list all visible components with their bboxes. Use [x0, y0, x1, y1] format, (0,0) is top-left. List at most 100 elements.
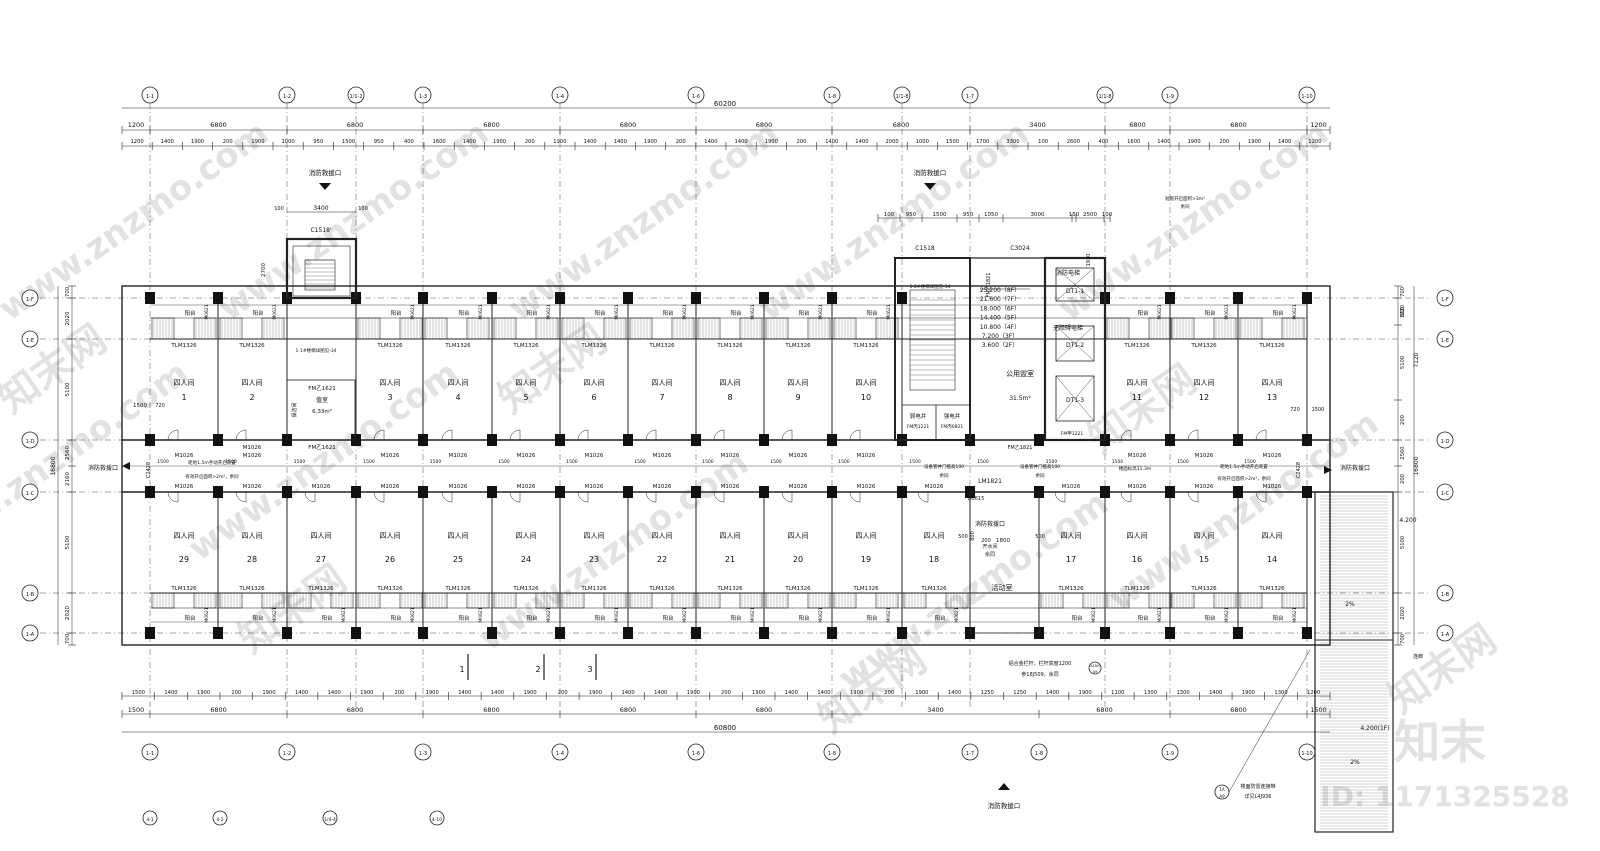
grid-bubble-left [21, 330, 39, 348]
dim-core-top: 950 [963, 212, 974, 218]
balcony-label: 阳台 [1204, 614, 1216, 622]
grid-label-right: 1-C [1441, 491, 1450, 497]
structural-column [1233, 627, 1243, 639]
door-swing [781, 429, 793, 441]
dim-detail-bottom: 1900 [589, 690, 602, 696]
door-swing [1120, 491, 1132, 503]
door-swing [373, 491, 385, 503]
elevator-shaft-block [1043, 256, 1107, 442]
structural-column [827, 627, 837, 639]
overall-dimension-bottom: 60800 [714, 724, 736, 732]
grid-label-bottom: 1-8 [1035, 751, 1043, 757]
grid-label-bottom: 1-10 [1301, 751, 1312, 757]
corridor-dim: 1500 [909, 459, 921, 465]
balcony-label: 阳台 [798, 614, 810, 622]
dim-detail-bottom: 1400 [164, 690, 177, 696]
grid-label-right: 1-F [1441, 297, 1449, 303]
watermark-text: www.znzmo.com [501, 113, 786, 329]
fire-rescue-arrow-top [924, 183, 936, 190]
lm1821-label: LM1821 [978, 478, 1002, 485]
grid-label-top: 1-9 [1166, 94, 1174, 100]
dim-detail-top: 200 [797, 139, 807, 145]
open-room-label: 开水间 [982, 543, 997, 550]
window-c1518: C1518 [915, 245, 935, 252]
elevator-dt1: DT1-1 [1066, 288, 1084, 295]
balcony-label: 阳台 [730, 309, 742, 317]
grid-bubble-bottom [961, 743, 979, 761]
balcony-label: 阳台 [526, 309, 538, 317]
balcony-door-tlm: TLM1326 [1123, 586, 1150, 592]
room-door-south: M1026 [449, 484, 468, 490]
dim-detail-bottom: 1300 [1144, 690, 1157, 696]
balcony-label: 阳台 [184, 614, 196, 622]
east-stair-note: 1-2#楼梯详图见-34 [910, 283, 951, 290]
activity-room-label: 活动室 [992, 583, 1013, 592]
structural-column [759, 434, 769, 446]
structural-column [351, 434, 361, 446]
weak-shaft-label: 弱电井 [910, 412, 927, 420]
grid-label-extra: 4-1 [146, 817, 153, 823]
balcony-door-tlm: TLM1326 [716, 343, 743, 349]
room-door-north: M1026 [789, 453, 808, 459]
grid-bubble-extra [322, 810, 338, 826]
duty-room-area: 6.33m² [312, 408, 332, 415]
bath-door-label: M0621 [886, 304, 892, 319]
balcony-label: 阳台 [1071, 614, 1083, 622]
dim-detail-top: 1400 [614, 139, 627, 145]
structural-column [213, 486, 223, 498]
bridge-note-2: 详见L4J936 [1245, 793, 1272, 800]
elevator-lobby-door: FM甲1221 [1061, 431, 1084, 437]
balcony-door-tlm: TLM1326 [512, 586, 539, 592]
structural-column [1165, 292, 1175, 304]
room-type-label: 四人间 [448, 379, 469, 387]
door-swing [304, 491, 316, 503]
overall-dimension-top: 60200 [714, 100, 736, 108]
dim-right: 700 [1400, 287, 1406, 297]
door-swing [849, 429, 861, 441]
dim-detail-bottom: 200 [884, 690, 894, 696]
structural-column [691, 627, 701, 639]
dim-500-right: 500 [1035, 534, 1045, 540]
corridor-mid-note-3: 余同 [940, 472, 949, 479]
corridor-dim: 1500 [702, 459, 714, 465]
room-door-north: M1026 [721, 453, 740, 459]
bath-door-label: M0621 [1157, 607, 1163, 622]
room-number-top: 3 [387, 393, 392, 402]
room-door-north: M1026 [381, 453, 400, 459]
room-type-label: 四人间 [924, 532, 945, 540]
bath-door-label: M0621 [750, 607, 756, 622]
balcony-door-tlm: TLM1326 [307, 586, 334, 592]
freight-elevator-label: 无障碍电梯 [1053, 324, 1083, 332]
corridor-note-west-2: 有效开启面积>2m²，余同 [185, 473, 239, 480]
structural-column [418, 434, 428, 446]
dim-detail-top: 1400 [1157, 139, 1170, 145]
dim-bay-top: 6800 [620, 121, 637, 129]
structural-column [555, 434, 565, 446]
dim-bay-top: 6800 [893, 121, 910, 129]
dim-detail-top: 200 [525, 139, 535, 145]
railing-note-2: 参18J509，余同 [1021, 671, 1058, 678]
dim-bay-top: 6800 [1129, 121, 1146, 129]
grid-bubble-bottom [823, 743, 841, 761]
dim-right: 2020 [1400, 606, 1406, 619]
door-swing [441, 429, 453, 441]
balcony-label: 阳台 [390, 614, 402, 622]
structural-column [351, 486, 361, 498]
section-mark: 3 [587, 665, 592, 674]
room-number-bottom: 20 [793, 555, 803, 564]
balcony-door-tlm: TLM1326 [648, 586, 675, 592]
balcony-door-tlm: TLM1326 [784, 343, 811, 349]
balcony-door-tlm: TLM1326 [1123, 343, 1150, 349]
grid-label-right: 1-E [1441, 338, 1449, 344]
corridor-note-east-2: 有效开启面积>2m²，余同 [1217, 475, 1271, 482]
dim-detail-top: 2000 [885, 139, 898, 145]
corridor-dim: 1500 [1177, 459, 1189, 465]
room-type-label: 四人间 [1127, 532, 1148, 540]
room-door-south: M1026 [585, 484, 604, 490]
room-door-south: M1026 [175, 484, 194, 490]
grid-bubble-bottom [1030, 743, 1048, 761]
structural-column [1034, 434, 1044, 446]
corridor-dim: 1500 [157, 459, 169, 465]
fire-rescue-west: 消防救援口 [88, 464, 118, 472]
fire-rescue-arrow-bottom [998, 783, 1010, 790]
